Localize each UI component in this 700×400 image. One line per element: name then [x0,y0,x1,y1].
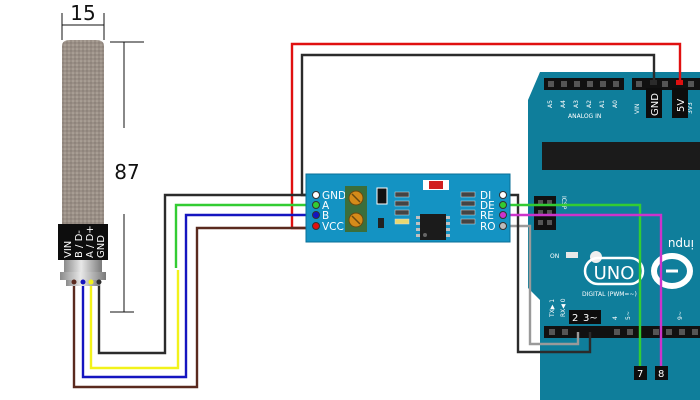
pin-label-band [58,224,108,260]
wire-green-a [174,203,316,268]
dimension-height: 87 [110,41,144,313]
height-label: 87 [114,160,139,184]
sensor-pin-b: B / D- [74,230,85,258]
wire-yellow-vin [89,270,180,370]
icsp-label: ICSP [560,196,567,210]
uno-logo: UNO [583,253,693,289]
screw-terminal [345,186,367,232]
dimension-width: 15 [61,1,105,40]
analog-in-label: ANALOG IN [568,113,601,120]
callout-pin-7-label: 7 [637,369,643,380]
analog-label-1: A4 [560,100,567,108]
wire-magenta-re [503,213,663,366]
wire-green-de [503,203,642,366]
callout-pin-7 [634,366,647,380]
callout-pin-8 [655,366,668,380]
uno-text: UNO [594,263,635,284]
callout-gnd [646,88,662,118]
soil-sensor-probe: 15 87 VIN B / D- A / D+ GND [58,1,144,313]
module-pin-ro: RO [480,221,496,233]
module-pin-b: B [322,210,329,222]
module-pin-a: A [322,200,330,212]
sensor-pin-a: A / D+ [85,225,96,258]
callout-5v-label: 5V [676,99,687,112]
module-left-pins: GND A B VCC [312,190,346,233]
power-label-vin: VIN [634,104,641,114]
callout-gnd-label: GND [650,93,661,116]
svg-text:4: 4 [612,316,619,320]
on-label: ON [550,253,559,260]
callout-pin-3: 3~ [583,313,598,324]
rs485-module: GND A B VCC [305,173,511,243]
callout-pin-8-label: 8 [658,369,664,380]
analog-label-5: A0 [612,100,619,108]
sensor-pin-vin: VIN [63,241,74,258]
wire-black-gnd-sensor [97,193,316,355]
tx-label: TX▶ 1 [549,299,556,318]
max485-chip [416,214,450,240]
module-pin-gnd: GND [322,190,346,202]
digital-label: DIGITAL (PWM=~) [582,291,637,298]
wires [72,42,682,389]
callout-5v [672,88,688,118]
wire-grey-ro [503,224,580,346]
on-led: ON [550,252,578,260]
power-label-3v3: 3V3 [687,102,694,114]
analog-header: A5 A4 A3 A2 A1 A0 ANALOG IN [544,78,624,120]
wire-brown-vcc [72,226,316,389]
callout-pin-2-3 [569,310,601,324]
svg-text:5~: 5~ [625,311,632,320]
rx-label: RX◀ 0 [560,298,567,317]
module-pin-vcc: VCC [322,221,344,233]
wire-black-di [503,193,592,354]
sintered-filter [62,40,104,226]
module-right-pins: DI DE RE RO [480,190,507,233]
arduino-pin-callouts: GND 5V 2 3~ 7 8 [569,80,688,380]
analog-label-0: A5 [547,100,554,108]
module-pin-re: RE [480,210,494,222]
width-label: 15 [70,1,95,25]
callout-pin-2: 2 [572,313,578,324]
sensor-pin-gnd: GND [96,235,107,258]
module-pin-de: DE [480,200,495,212]
module-pin-di: DI [480,190,491,202]
analog-label-4: A1 [599,100,606,108]
svg-text:9~: 9~ [677,311,684,320]
microcontroller-chip [542,142,700,170]
analog-label-2: A3 [573,100,580,108]
svg-text:inpu: inpu [668,237,694,251]
analog-label-3: A2 [586,100,593,108]
wire-blue-b [81,213,316,379]
